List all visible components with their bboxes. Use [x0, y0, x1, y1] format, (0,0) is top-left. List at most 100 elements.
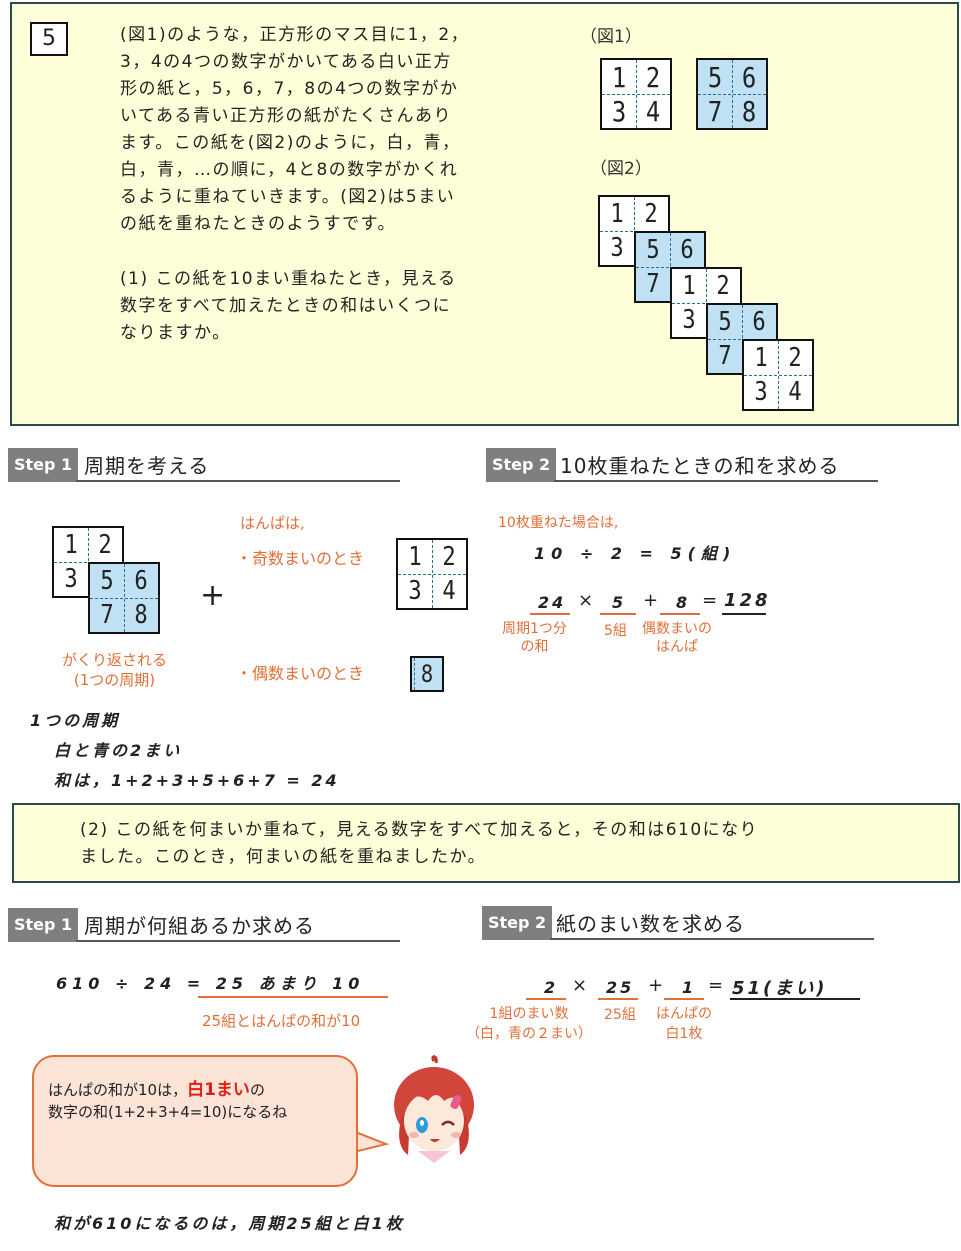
period-line-3: 和は，1+2+3+5+6+7 = 24 — [54, 771, 340, 790]
card-digit: 2 — [788, 343, 802, 373]
card-digit: 2 — [716, 271, 730, 301]
ten-label: 10枚重ねた場合は, — [498, 515, 619, 531]
text-line: 3，4の4つの数字がかいてある白い正方 — [120, 52, 452, 72]
card-digit: 2 — [442, 542, 456, 572]
card-digit: 4 — [442, 576, 456, 606]
text-line: 形の紙と，5，6，7，8の4つの数字がか — [120, 79, 459, 99]
text-line: (図1)のような，正方形のマス目に1，2， — [120, 25, 470, 45]
calc-a: 2 — [544, 978, 559, 997]
text-line: ました。このとき，何まいの紙を重ねましたか。 — [80, 847, 487, 867]
underline — [530, 613, 570, 615]
blue-card: 8 — [410, 656, 444, 692]
period-line-1: 1つの周期 — [30, 711, 121, 730]
card-digit: 1 — [408, 542, 422, 572]
calc-result: 51(まい) — [732, 978, 828, 999]
step-1-header: Step 1 周期を考える — [8, 448, 400, 482]
text-line: （白，青の２まい） — [466, 1026, 592, 1042]
result-underline — [730, 998, 860, 1000]
bubble-line-1: はんぱの和が10は，白1まいの — [48, 1075, 265, 1100]
op-equals: = — [702, 590, 718, 611]
card-digit: 5 — [718, 307, 732, 337]
text-line: いてある青い正方形の紙がたくさんあり — [120, 106, 452, 126]
odd-label: ・奇数まいのとき — [236, 549, 365, 568]
text-line: るように重ねていきます。(図2)は5まい — [120, 187, 456, 207]
card-digit: 2 — [644, 199, 658, 229]
note-a: 周期1つ分 の和 — [502, 620, 567, 656]
note-b: 25組 — [604, 1007, 636, 1023]
note-c: 偶数まいの はんぱ — [642, 620, 712, 656]
text-line: (1) この紙を10まい重ねたとき，見える — [120, 269, 457, 289]
text-line: 周期1つ分 — [502, 621, 567, 637]
text-line: 白，青，…の順に，4と8の数字がかくれ — [120, 160, 459, 180]
card-digit: 8 — [420, 660, 434, 688]
op-times: × — [572, 975, 588, 996]
text-line: ます。この紙を(図2)のように，白，青， — [120, 133, 461, 153]
note-a: 1組のまい数 （白，青の２まい） — [466, 1004, 592, 1044]
card-digit: 8 — [134, 600, 148, 630]
question-1: (1) この紙を10まい重ねたとき，見える 数字をすべて加えたときの和はいくつに… — [120, 266, 560, 347]
division-note: 25組とはんぱの和が10 — [202, 1012, 361, 1030]
text-line: 偶数まいの — [642, 621, 712, 637]
step-2-header-2: Step 2 紙のまい数を求める — [482, 906, 874, 940]
step-tag: Step 1 — [8, 448, 79, 482]
calc-groups: 10 ÷ 2 = 5(組) — [534, 544, 737, 563]
division-calc: 610 ÷ 24 = 25 あまり 10 — [56, 974, 365, 993]
repeat-label: がくり返される (1つの周期) — [62, 650, 167, 690]
step-underline — [76, 940, 400, 942]
text-line: はんぱ — [656, 639, 698, 655]
text-line: の和 — [520, 639, 549, 655]
underline — [598, 998, 638, 1000]
figure-2-label: （図2） — [590, 159, 652, 179]
card-digit: 3 — [610, 233, 624, 263]
bubble-highlight: 白1まい — [187, 1080, 250, 1100]
card-digit: 1 — [64, 530, 78, 560]
step-title: 周期を考える — [84, 454, 210, 478]
speech-bubble: はんぱの和が10は，白1まいの 数字の和(1+2+3+4=10)になるね — [32, 1055, 358, 1187]
step-underline — [550, 938, 874, 940]
calc-c: 8 — [676, 593, 691, 612]
op-equals: = — [708, 975, 724, 996]
note-b: 5組 — [604, 623, 627, 639]
problem-box: 5 (図1)のような，正方形のマス目に1，2， 3，4の4つの数字がかいてある白… — [10, 2, 959, 426]
card-digit: 3 — [408, 576, 422, 606]
calc-c: 1 — [682, 978, 697, 997]
card-digit: 1 — [611, 60, 627, 94]
text-line: 白1枚 — [665, 1026, 703, 1042]
text-line: がくり返される — [62, 651, 168, 669]
text-line: (1つの周期) — [73, 671, 156, 689]
text-line: の紙を重ねたときのようすです。 — [120, 214, 396, 234]
figure-1-label: （図1） — [580, 27, 642, 47]
text-line: なりますか。 — [120, 323, 231, 343]
text-line: 1組のまい数 — [489, 1006, 569, 1022]
bubble-line-2: 数字の和(1+2+3+4=10)になるね — [48, 1103, 288, 1121]
step-tag: Step 2 — [486, 448, 557, 482]
calc-a: 24 — [538, 593, 567, 612]
card-digit: 6 — [752, 307, 766, 337]
problem-text: (図1)のような，正方形のマス目に1，2， 3，4の4つの数字がかいてある白い正… — [120, 22, 560, 238]
underline — [660, 613, 700, 615]
note-c: はんぱの 白1枚 — [656, 1004, 712, 1044]
card-digit: 7 — [707, 94, 723, 128]
bubble-post: の — [249, 1081, 265, 1099]
op-plus: + — [643, 590, 659, 611]
text-line: はんぱの — [656, 1006, 712, 1022]
underline — [600, 613, 636, 615]
calc-b: 25 — [606, 978, 635, 997]
step-1-header-2: Step 1 周期が何組あるか求める — [8, 908, 400, 942]
card-digit: 1 — [610, 199, 624, 229]
card-digit: 7 — [646, 269, 660, 299]
card-digit: 3 — [611, 94, 627, 128]
card-digit: 3 — [682, 305, 696, 335]
conclusion: 和が610になるのは，周期25組と白1枚 — [54, 1214, 405, 1233]
step-underline — [76, 480, 400, 482]
card-digit: 2 — [98, 530, 112, 560]
card-digit: 6 — [134, 566, 148, 596]
card-digit: 5 — [100, 566, 114, 596]
card-digit: 5 — [646, 235, 660, 265]
card-digit: 2 — [645, 60, 661, 94]
card-digit: 6 — [680, 235, 694, 265]
card-digit: 5 — [707, 60, 723, 94]
